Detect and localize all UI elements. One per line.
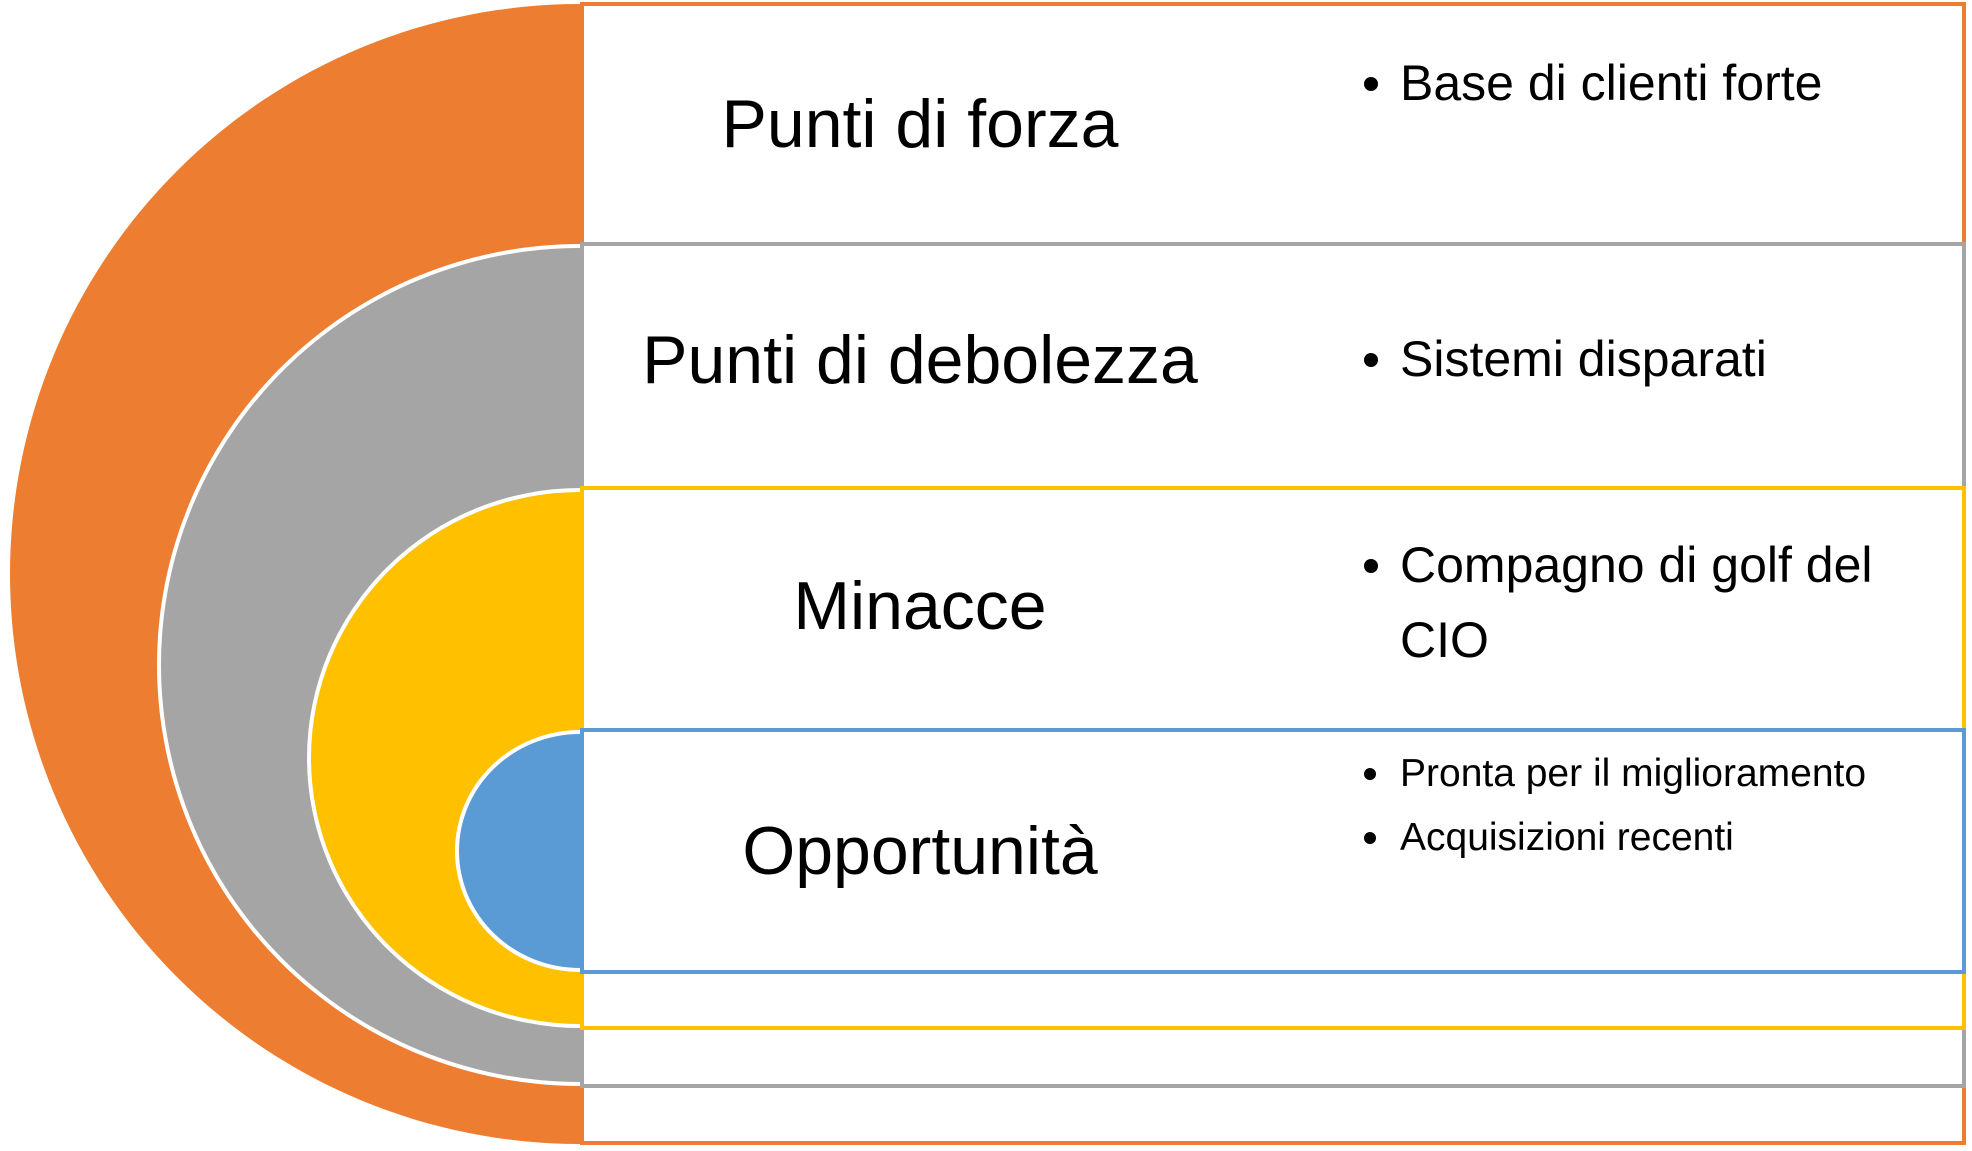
bullet-dot-icon xyxy=(1364,768,1376,780)
row-title-strengths: Punti di forza xyxy=(721,86,1119,162)
bullet-dot-icon xyxy=(1364,832,1376,844)
row-strengths: Punti di forza Base di clienti forte xyxy=(580,6,1966,242)
bullet-dot-icon xyxy=(1364,77,1378,91)
row-opportunities: Opportunità Pronta per il miglioramento … xyxy=(580,732,1966,972)
row-title-opportunities: Opportunità xyxy=(742,813,1098,889)
bullet-dot-icon xyxy=(1364,559,1378,573)
bullet-list-threats: Compagno di golf del CIO xyxy=(1360,528,1920,678)
bullet-dot-icon xyxy=(1364,353,1378,367)
bullet-list-opportunities: Pronta per il miglioramento Acquisizioni… xyxy=(1360,742,1920,870)
bullet-list-weaknesses: Sistemi disparati xyxy=(1360,322,1920,397)
opportunities-box xyxy=(580,728,1966,974)
bullet-item: Acquisizioni recenti xyxy=(1360,806,1920,870)
bullet-text: Acquisizioni recenti xyxy=(1400,816,1734,859)
bullet-list-strengths: Base di clienti forte xyxy=(1360,46,1920,121)
bullet-text: Pronta per il miglioramento xyxy=(1400,752,1867,795)
row-threats: Minacce Compagno di golf del CIO xyxy=(580,490,1966,728)
bullet-text: Compagno di golf del CIO xyxy=(1400,537,1873,668)
row-weaknesses: Punti di debolezza Sistemi disparati xyxy=(580,246,1966,486)
row-title-threats: Minacce xyxy=(793,568,1047,644)
bullet-item: Pronta per il miglioramento xyxy=(1360,742,1920,806)
bullet-item: Base di clienti forte xyxy=(1360,46,1920,121)
bullet-text: Sistemi disparati xyxy=(1400,331,1767,387)
bullet-item: Sistemi disparati xyxy=(1360,322,1920,397)
row-title-weaknesses: Punti di debolezza xyxy=(642,322,1198,398)
bullet-text: Base di clienti forte xyxy=(1400,55,1823,111)
bullet-item: Compagno di golf del CIO xyxy=(1360,528,1920,678)
